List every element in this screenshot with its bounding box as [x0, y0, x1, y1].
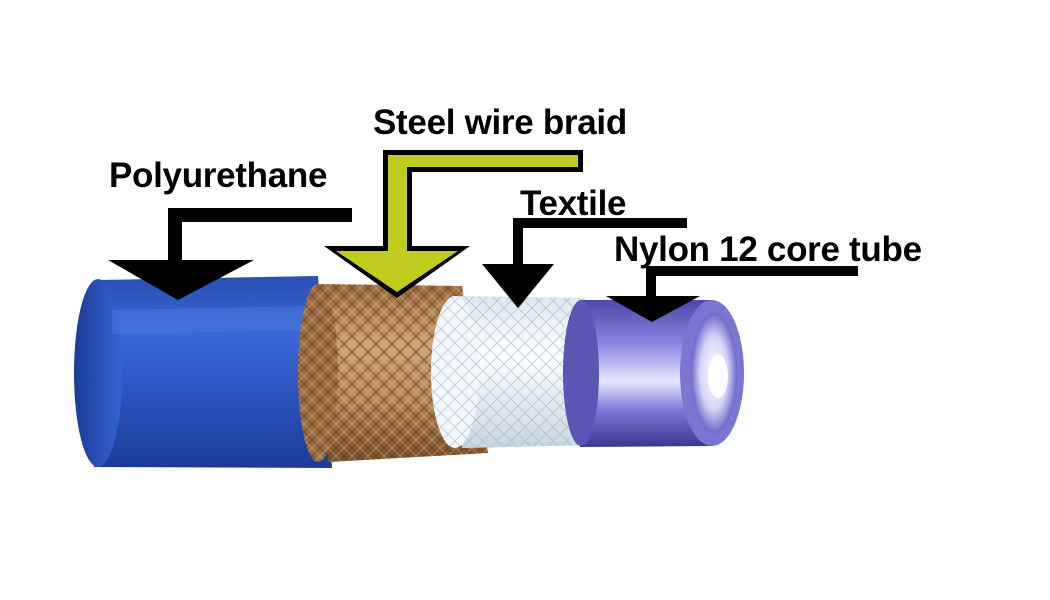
textile-arrow — [482, 218, 687, 308]
textile-label: Textile — [520, 184, 627, 223]
textile-layer — [431, 296, 598, 448]
nylon-core-layer — [563, 300, 744, 447]
nylon-core-tube-label: Nylon 12 core tube — [614, 230, 922, 269]
steel-wire-braid-label: Steel wire braid — [373, 103, 627, 142]
polyurethane-layer — [74, 276, 332, 468]
nylon-core-arrow — [606, 266, 858, 322]
polyurethane-label: Polyurethane — [109, 156, 328, 195]
steel-braid-arrow — [324, 150, 583, 298]
polyurethane-arrow — [108, 208, 352, 300]
